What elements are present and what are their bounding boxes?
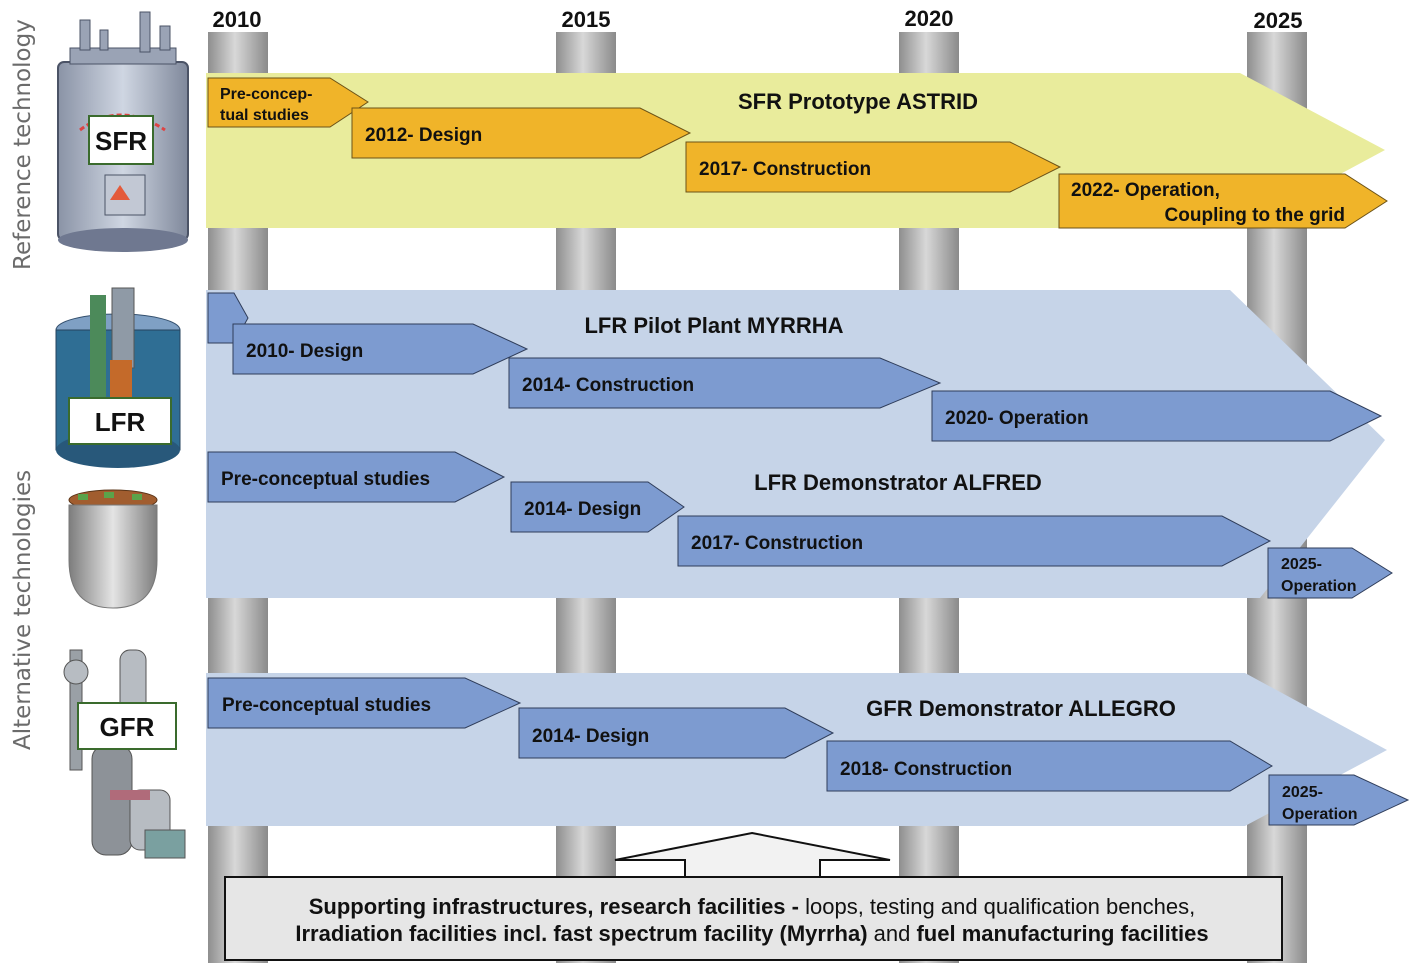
myrrha-design-label: 2010- Design: [246, 341, 363, 362]
allegro-construction-label: 2018- Construction: [840, 759, 1012, 780]
myrrha-title: LFR Pilot Plant MYRRHA: [584, 313, 843, 338]
alfred-stage-construction: [677, 515, 1272, 567]
alfred-operation-line1: 2025-: [1281, 556, 1322, 573]
myrrha-operation-label: 2020- Operation: [945, 408, 1089, 429]
alfred-operation-line2: Operation: [1281, 578, 1357, 595]
sfr-tech-box: [88, 115, 154, 165]
side-label-alternative: Alternative technologies: [10, 470, 36, 750]
support-line1: Supporting infrastructures, research fac…: [309, 894, 1196, 919]
side-label-reference: Reference technology: [10, 19, 36, 270]
sfr-preconcept-line2: tual studies: [220, 107, 309, 124]
sfr-stage-preconcept: [207, 77, 369, 128]
alfred-preconcept-label: Pre-conceptual studies: [221, 469, 430, 490]
alfred-construction-label: 2017- Construction: [691, 533, 863, 554]
allegro-preconcept-label: Pre-conceptual studies: [222, 695, 431, 716]
allegro-stage-preconcept: [207, 677, 522, 729]
sfr-stage-design: [351, 107, 692, 159]
myrrha-stage-construction: [508, 357, 942, 409]
gfr-tech-label: GFR: [100, 712, 155, 742]
alfred-design-label: 2014- Design: [524, 499, 641, 520]
sfr-operation-line1: 2022- Operation,: [1071, 180, 1220, 201]
support-line2-bold-a: Irradiation facilities incl. fast spectr…: [295, 921, 867, 946]
allegro-operation-line2: Operation: [1282, 806, 1358, 823]
alfred-title: LFR Demonstrator ALFRED: [754, 470, 1042, 495]
alfred-stage-design: [510, 481, 685, 533]
allegro-stage-construction: [826, 740, 1273, 792]
allegro-operation-line1: 2025-: [1282, 784, 1323, 801]
alfred-stage-operation: [1267, 547, 1393, 599]
support-box: [224, 876, 1283, 961]
allegro-title: GFR Demonstrator ALLEGRO: [866, 696, 1176, 721]
allegro-stage-design: [518, 707, 835, 759]
allegro-design-label: 2014- Design: [532, 726, 649, 747]
support-line1-bold: Supporting infrastructures, research fac…: [309, 894, 799, 919]
sfr-title: SFR Prototype ASTRID: [738, 89, 978, 114]
support-line2: Irradiation facilities incl. fast spectr…: [295, 921, 1208, 946]
support-line1-rest: loops, testing and qualification benches…: [799, 894, 1195, 919]
sfr-construction-label: 2017- Construction: [699, 159, 871, 180]
alfred-vessel-illustration: [68, 489, 158, 609]
support-arrow: [614, 831, 891, 878]
gfr-tech-box: [77, 702, 177, 750]
allegro-stage-operation: [1268, 774, 1410, 826]
support-line2-bold-b: fuel manufacturing facilities: [916, 921, 1208, 946]
sfr-stage-operation: [1058, 173, 1388, 229]
sfr-stage-construction: [685, 141, 1062, 193]
sfr-preconcept-line1: Pre-concep-: [220, 86, 312, 103]
sfr-design-label: 2012- Design: [365, 125, 482, 146]
alfred-stage-preconcept: [207, 451, 506, 503]
lfr-tech-label: LFR: [95, 407, 146, 437]
myrrha-stage-operation: [931, 390, 1383, 442]
sfr-operation-line2: Coupling to the grid: [1165, 205, 1345, 226]
year-label-2010: 2010: [213, 7, 262, 32]
myrrha-stage-design: [232, 323, 529, 375]
year-label-2015: 2015: [562, 7, 611, 32]
sfr-tech-label: SFR: [95, 126, 147, 156]
myrrha-construction-label: 2014- Construction: [522, 375, 694, 396]
year-label-2020: 2020: [905, 6, 954, 31]
gfr-reactor-illustration: [63, 649, 186, 859]
lfr-tech-box: [68, 397, 172, 445]
support-line2-mid: and: [868, 921, 917, 946]
year-label-2025: 2025: [1254, 8, 1303, 33]
